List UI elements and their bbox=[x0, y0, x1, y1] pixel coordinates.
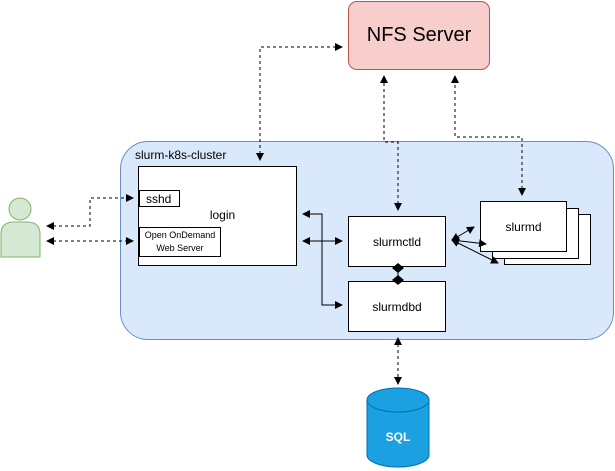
edge-user-sshd bbox=[46, 194, 134, 230]
cluster-label: slurm-k8s-cluster bbox=[135, 148, 227, 162]
ood-label-line1: Open OnDemand bbox=[144, 230, 216, 240]
user-actor-icon bbox=[0, 197, 41, 258]
edge-slurmctld-slurmd-3 bbox=[451, 239, 499, 264]
edge-slurmctld-nfs bbox=[380, 75, 402, 211]
slurmctld-node: slurmctld bbox=[348, 216, 446, 267]
sshd-node: sshd bbox=[139, 190, 180, 207]
nfs-server-node: NFS Server bbox=[348, 1, 490, 70]
ood-label-line2: Web Server bbox=[156, 243, 204, 253]
database-cylinder-icon bbox=[366, 387, 430, 468]
edge-login-nfs bbox=[256, 43, 343, 161]
edge-slurmctld-slurmd-1 bbox=[451, 226, 475, 241]
login-label: login bbox=[209, 208, 236, 222]
edge-login-slurmdbd bbox=[302, 210, 343, 309]
open-ondemand-node: Open OnDemand Web Server bbox=[139, 227, 221, 257]
slurmdbd-node: slurmdbd bbox=[348, 281, 446, 332]
edge-slurmd-nfs bbox=[451, 75, 526, 196]
sql-label: SQL bbox=[385, 430, 411, 444]
